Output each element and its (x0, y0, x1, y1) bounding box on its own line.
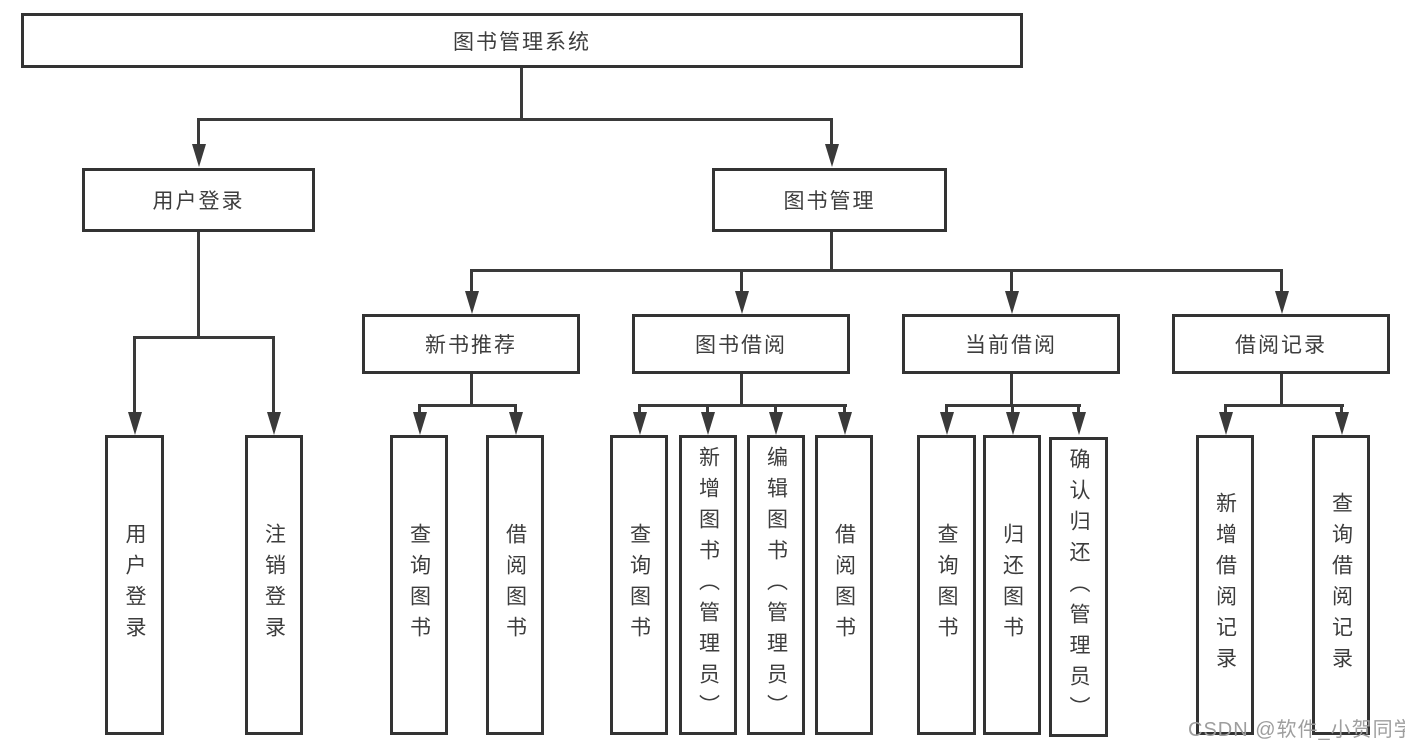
node-book-borrow-label: 图书借阅 (695, 334, 787, 357)
leaf-borrow-borrow-label: 借阅图书 (832, 523, 856, 647)
node-borrow-records: 借阅记录 (1172, 314, 1390, 374)
arrow-down (1077, 407, 1080, 412)
leaf-current-return-label: 归还图书 (1000, 523, 1024, 647)
leaf-current-confirm-admin-label: 确认归还（管理员） (1067, 447, 1090, 727)
csdn-watermark: CSDN @软件_小贺同学 (1188, 719, 1405, 741)
arrow-down (638, 407, 641, 412)
connector-book-mgmt-stem (830, 232, 833, 272)
arrow-down (706, 407, 709, 412)
node-book-management: 图书管理 (712, 168, 947, 232)
arrow-down (843, 407, 846, 412)
leaf-records-query: 查询借阅记录 (1312, 435, 1370, 735)
arrow-down (418, 407, 421, 412)
leaf-records-add: 新增借阅记录 (1196, 435, 1254, 735)
arrow-down (470, 272, 473, 291)
leaf-current-return: 归还图书 (983, 435, 1041, 735)
leaf-new-books-borrow-label: 借阅图书 (503, 523, 527, 647)
leaf-borrow-borrow: 借阅图书 (815, 435, 873, 735)
leaf-user-login: 用户登录 (105, 435, 164, 735)
arrow-down (272, 339, 275, 412)
node-current-borrow: 当前借阅 (902, 314, 1120, 374)
leaf-records-add-label: 新增借阅记录 (1213, 492, 1237, 678)
leaf-borrow-edit-admin: 编辑图书（管理员） (747, 435, 805, 735)
arrow-down (1280, 272, 1283, 291)
arrow-down (1011, 407, 1014, 412)
arrow-down (945, 407, 948, 412)
connector-new-books-stem (470, 374, 473, 407)
leaf-current-query-label: 查询图书 (935, 523, 958, 647)
connector-root-stem (520, 68, 523, 118)
leaf-user-login-label: 用户登录 (123, 523, 146, 647)
leaf-current-query: 查询图书 (917, 435, 976, 735)
connector-records-stem (1280, 374, 1283, 407)
leaf-borrow-query-label: 查询图书 (627, 523, 651, 647)
arrow-down (830, 121, 833, 144)
connector-user-login-stem (197, 232, 200, 338)
connector-borrow-hline (638, 404, 847, 407)
leaf-new-books-query-label: 查询图书 (407, 523, 431, 647)
arrow-down (740, 272, 743, 291)
arrow-down (1340, 407, 1343, 412)
leaf-borrow-query: 查询图书 (610, 435, 668, 735)
arrow-down (1010, 272, 1013, 291)
connector-borrow-stem (740, 374, 743, 407)
leaf-borrow-edit-admin-label: 编辑图书（管理员） (764, 445, 788, 725)
arrow-down (197, 121, 200, 144)
leaf-records-query-label: 查询借阅记录 (1329, 492, 1353, 678)
node-book-management-label: 图书管理 (783, 190, 876, 213)
arrow-down (514, 407, 517, 412)
arrow-down (1224, 407, 1227, 412)
node-root-label: 图书管理系统 (453, 30, 591, 54)
connector-records-hline (1224, 404, 1344, 407)
leaf-borrow-add-admin: 新增图书（管理员） (679, 435, 737, 735)
node-current-borrow-label: 当前借阅 (965, 334, 1057, 357)
leaf-borrow-add-admin-label: 新增图书（管理员） (696, 445, 720, 725)
leaf-logout: 注销登录 (245, 435, 303, 735)
connector-user-login-hline (133, 336, 275, 339)
node-borrow-records-label: 借阅记录 (1235, 334, 1327, 357)
leaf-new-books-borrow: 借阅图书 (486, 435, 544, 735)
connector-root-hline (197, 118, 833, 121)
arrow-down (133, 339, 136, 412)
node-user-login: 用户登录 (82, 168, 315, 232)
leaf-logout-label: 注销登录 (262, 523, 286, 647)
connector-new-books-hline (418, 404, 517, 407)
leaf-current-confirm-admin: 确认归还（管理员） (1049, 437, 1108, 737)
node-root: 图书管理系统 (21, 13, 1023, 68)
node-book-borrow: 图书借阅 (632, 314, 850, 374)
node-new-book-recommend: 新书推荐 (362, 314, 580, 374)
arrow-down (774, 407, 777, 412)
connector-current-hline (945, 404, 1081, 407)
connector-book-mgmt-hline (470, 269, 1283, 272)
node-user-login-label: 用户登录 (152, 190, 245, 213)
connector-current-stem (1010, 374, 1013, 407)
leaf-new-books-query: 查询图书 (390, 435, 448, 735)
node-new-book-recommend-label: 新书推荐 (425, 334, 517, 357)
